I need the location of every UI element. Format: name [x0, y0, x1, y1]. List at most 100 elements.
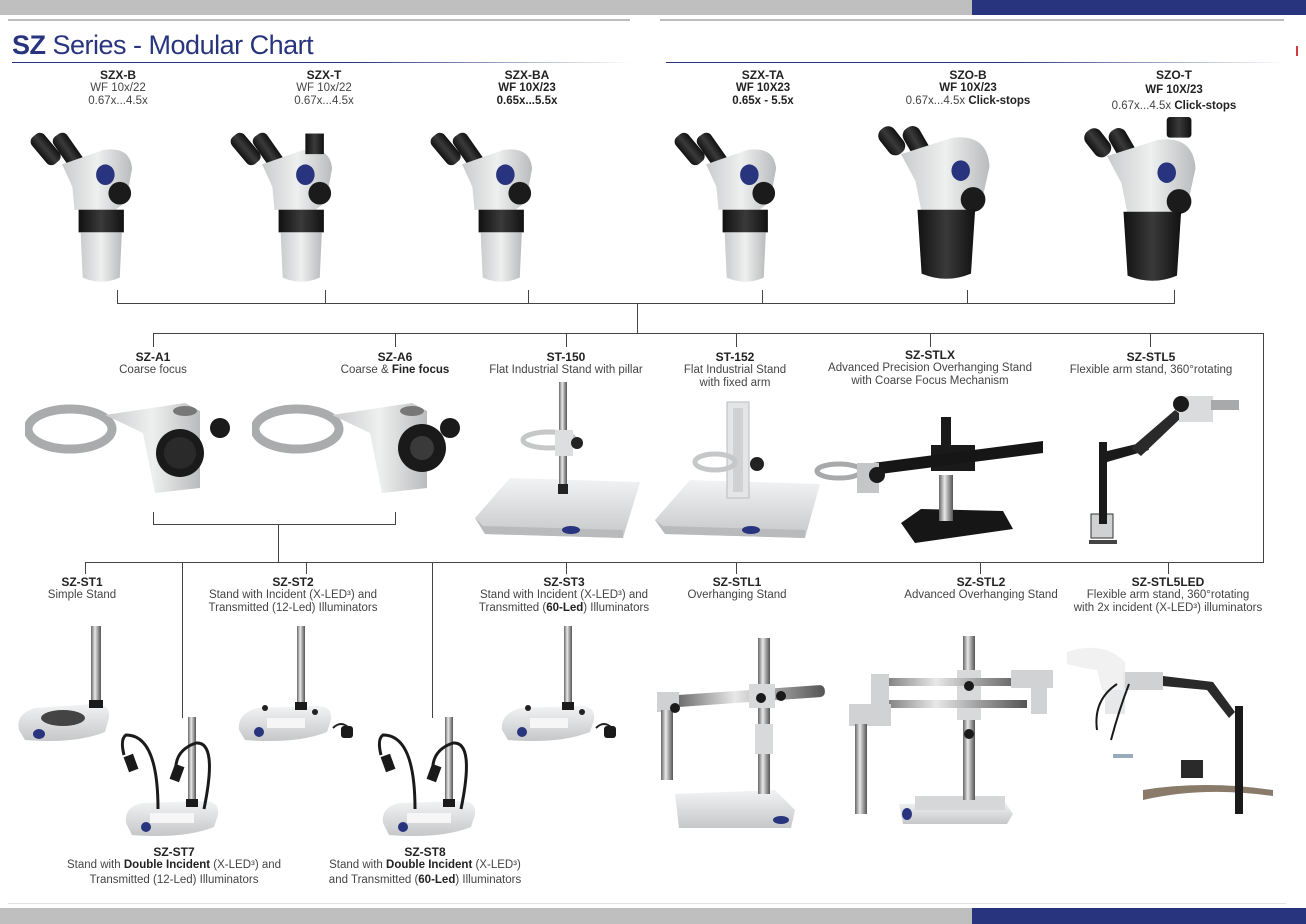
stand-desc-bold-2: 60-Led [418, 874, 456, 886]
head-clickstops: Click-stops [968, 95, 1031, 107]
bottom-band-gray [0, 908, 972, 924]
title-underline-left [12, 62, 632, 63]
head-eyepiece: WF 10x/22 [90, 82, 146, 94]
stand-desc: Stand with Incident (X-LED³) and [479, 589, 649, 601]
mount-desc-2: with Coarse Focus Mechanism [851, 375, 1009, 387]
stand-code: SZ-ST8 [404, 845, 446, 859]
stand-image-sz-stlx [814, 417, 1043, 543]
head-label-szx-ta: SZX-TA WF 10X23 0.65x - 5.5x [732, 69, 793, 108]
stand-image-sz-st7 [120, 717, 219, 836]
head-image-szx-t [228, 130, 333, 282]
connector [325, 290, 326, 303]
mount-code: SZ-STLX [905, 348, 955, 362]
stand-desc-4: ) Illuminators [455, 874, 522, 886]
head-label-szx-b: SZX-B WF 10x/22 0.67x...4.5x [88, 69, 147, 108]
head-code: SZO-B [949, 68, 987, 82]
connector [980, 562, 981, 574]
connector [395, 333, 396, 347]
stand-image-sz-st1 [18, 626, 110, 741]
stand-image-sz-stl1 [657, 638, 825, 828]
head-zoom: 0.65x...5.5x [496, 95, 558, 107]
connector [762, 290, 763, 303]
connector [736, 333, 737, 347]
mount-desc: Flat Industrial Stand with pillar [489, 364, 643, 376]
connector [85, 562, 1264, 563]
stand-desc-3: ) Illuminators [583, 602, 650, 614]
stand-desc-bold: Double Incident [386, 859, 473, 871]
stand-desc-2: and Transmitted ( [328, 874, 419, 886]
mount-desc: Coarse focus [119, 364, 187, 376]
top-rule-left [8, 19, 630, 21]
stand-label-sz-st8: SZ-ST8 Stand with Double Incident (X-LED… [329, 846, 521, 887]
head-label-szx-ba: SZX-BA WF 10X/23 0.65x...5.5x [497, 69, 558, 108]
head-eyepiece: WF 10x/22 [296, 82, 352, 94]
title-underline-right [666, 62, 1286, 63]
mount-image-sz-a1 [25, 403, 230, 493]
head-code: SZX-T [306, 68, 342, 82]
mount-label-sz-stl5: SZ-STL5 Flexible arm stand, 360°rotating [1070, 351, 1233, 377]
head-eyepiece: WF 10X/23 [939, 82, 997, 94]
connector [1150, 333, 1151, 347]
head-code: SZX-B [100, 68, 136, 82]
mount-label-sz-stlx: SZ-STLX Advanced Precision Overhanging S… [828, 349, 1032, 388]
stand-code: SZ-STL1 [712, 575, 762, 589]
stand-desc: Advanced Overhanging Stand [904, 589, 1058, 601]
stand-desc-2: Transmitted (12-Led) Illuminators [89, 874, 259, 886]
stand-code: SZ-ST2 [272, 575, 314, 589]
page-title: SZ Series - Modular Chart [12, 30, 314, 61]
head-image-szx-ta [672, 130, 777, 282]
mount-desc: Advanced Precision Overhanging Stand [828, 362, 1032, 374]
connector [153, 333, 1264, 334]
stand-image-sz-stl5 [1089, 396, 1239, 544]
connector [1168, 562, 1169, 574]
head-image-szo-t [1080, 117, 1196, 281]
stand-label-sz-st7: SZ-ST7 Stand with Double Incident (X-LED… [67, 846, 281, 887]
stand-label-sz-st2: SZ-ST2 Stand with Incident (X-LED³) and … [209, 576, 378, 615]
stand-code: SZ-STL5LED [1131, 575, 1205, 589]
stand-label-sz-stl2: SZ-STL2 Advanced Overhanging Stand [904, 576, 1057, 602]
mount-label-st-152: ST-152 Flat Industrial Stand with fixed … [684, 351, 786, 390]
connector [117, 303, 1175, 304]
connector [566, 562, 567, 574]
stand-desc: Overhanging Stand [687, 589, 787, 601]
red-mark [1296, 46, 1298, 56]
head-zoom: 0.65x - 5.5x [732, 95, 794, 107]
connector [528, 290, 529, 303]
stand-code: SZ-STL2 [956, 575, 1006, 589]
stand-label-sz-st1: SZ-ST1 Simple Stand [48, 576, 116, 602]
bottom-band-blue [972, 908, 1306, 924]
connector [967, 290, 968, 303]
stand-desc-2: Transmitted ( [478, 602, 547, 614]
stand-desc: Stand with [66, 859, 124, 871]
mount-desc-2: with fixed arm [699, 377, 771, 389]
connector [85, 562, 86, 574]
stand-desc-2: with 2x incident (X-LED³) illuminators [1073, 602, 1263, 614]
title-rest: Series - Modular Chart [45, 30, 314, 60]
stand-image-sz-stl5led [1067, 647, 1273, 814]
head-zoom: 0.67x...4.5x [905, 95, 969, 107]
mount-label-sz-a1: SZ-A1 Coarse focus [119, 351, 187, 377]
top-rule-right [660, 19, 1284, 21]
stand-image-sz-st3 [501, 626, 616, 741]
connector [153, 512, 154, 524]
head-label-szx-t: SZX-T WF 10x/22 0.67x...4.5x [294, 69, 353, 108]
stand-label-sz-st3: SZ-ST3 Stand with Incident (X-LED³) and … [479, 576, 649, 615]
stand-image-st-150 [475, 382, 640, 538]
connector [432, 562, 433, 718]
stand-image-sz-stl2 [849, 636, 1053, 824]
head-eyepiece: WF 10X23 [735, 82, 791, 94]
connector [395, 512, 396, 524]
stand-code: SZ-ST1 [61, 575, 103, 589]
head-label-szo-b: SZO-B WF 10X/23 0.67x...4.5x Click-stops [906, 69, 1031, 108]
head-clickstops: Click-stops [1174, 100, 1237, 112]
stand-image-st-152 [655, 401, 820, 538]
head-code: SZX-BA [504, 68, 550, 82]
head-image-szo-b [874, 122, 990, 279]
stand-code: SZ-ST3 [543, 575, 585, 589]
head-image-szx-ba [428, 130, 533, 282]
connector [637, 303, 638, 333]
stand-label-sz-stl5led: SZ-STL5LED Flexible arm stand, 360°rotat… [1074, 576, 1263, 615]
stand-code: SZ-ST7 [153, 845, 195, 859]
mount-label-sz-a6: SZ-A6 Coarse & Fine focus [341, 351, 450, 377]
connector [930, 333, 931, 347]
